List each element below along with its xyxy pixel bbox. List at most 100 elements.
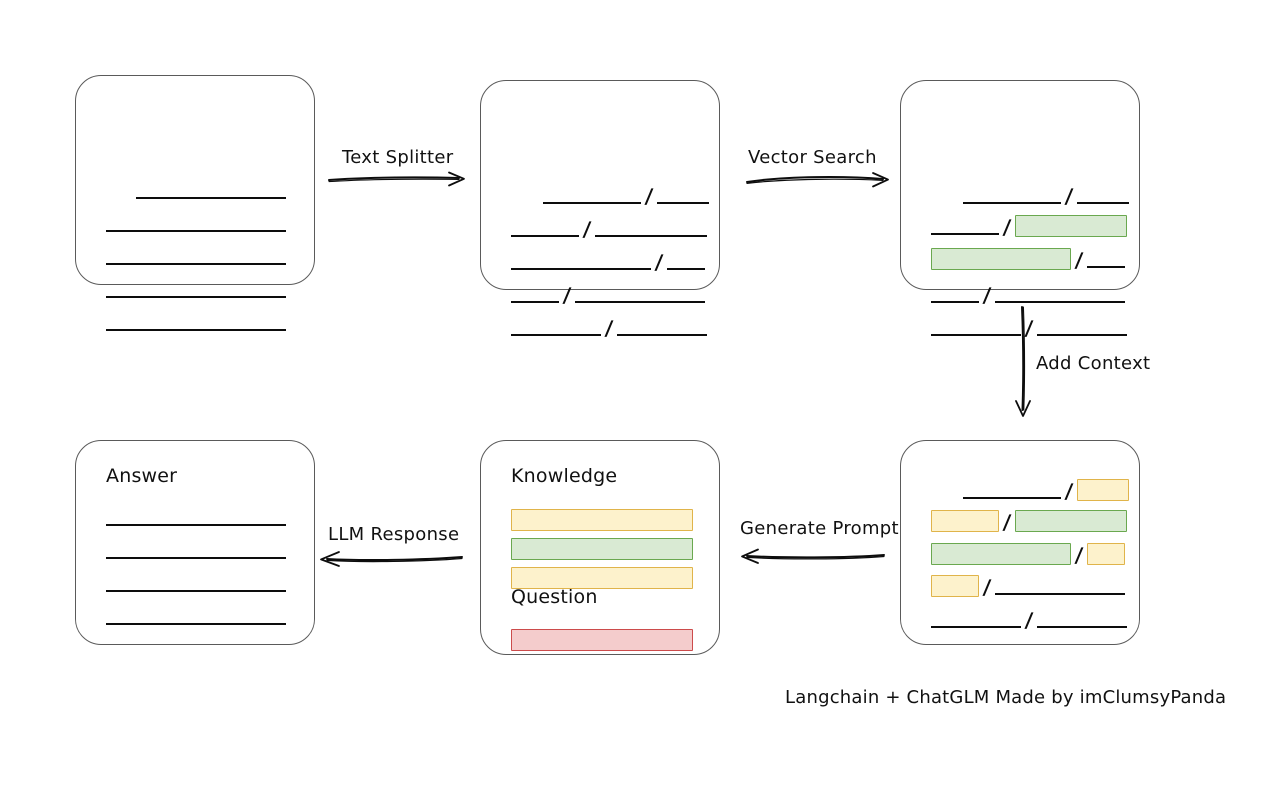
chunk-separator-icon: /: [1002, 510, 1012, 534]
chunk-segment: [667, 268, 705, 270]
knowledge-bar-row: [511, 506, 693, 532]
matched-chunk-highlight: [931, 543, 1071, 565]
chunk-separator-icon: /: [1074, 543, 1084, 567]
chunk-row: /: [511, 214, 707, 241]
box-answer[interactable]: Answer: [75, 440, 315, 645]
chunk-row: /: [931, 572, 1125, 599]
arrow-vector-search: [746, 172, 889, 188]
answer-line-row: [106, 569, 286, 595]
chunk-row: /: [511, 247, 705, 274]
chunk-segment: [995, 593, 1125, 595]
arrow-label-text-splitter: Text Splitter: [342, 147, 454, 168]
context-chunk-highlight: [1087, 543, 1125, 565]
document-line-row: [106, 308, 286, 334]
chunk-separator-icon: /: [982, 283, 992, 307]
text-line: [106, 263, 286, 265]
chunk-row: /: [963, 476, 1129, 503]
chunk-row: /: [931, 212, 1127, 239]
chunk-row: /: [511, 313, 707, 340]
answer-line-row: [106, 536, 286, 562]
chunk-separator-icon: /: [1002, 215, 1012, 239]
context-chunk-highlight: [931, 575, 979, 597]
text-line: [106, 329, 286, 331]
chunk-separator-icon: /: [582, 217, 592, 241]
question-heading: Question: [511, 586, 598, 608]
chunk-separator-icon: /: [1074, 248, 1084, 272]
chunk-segment: [1077, 202, 1129, 204]
box-prompt[interactable]: Knowledge Question: [480, 440, 720, 655]
knowledge-bar-row: [511, 564, 693, 590]
knowledge-bar-row: [511, 535, 693, 561]
chunk-row: /: [931, 540, 1125, 567]
text-line: [136, 197, 286, 199]
chunk-separator-icon: /: [604, 316, 614, 340]
chunk-segment: [963, 497, 1061, 499]
chunk-separator-icon: /: [562, 283, 572, 307]
chunk-segment: [931, 233, 999, 235]
chunk-row: /: [963, 181, 1129, 208]
chunk-row: /: [931, 280, 1125, 307]
document-line-row: [136, 176, 286, 202]
arrow-label-vector-search: Vector Search: [748, 147, 877, 168]
context-chunks-rows: / / / / /: [901, 441, 1139, 644]
chunk-row: /: [931, 245, 1125, 272]
chunk-segment: [617, 334, 707, 336]
chunk-separator-icon: /: [1024, 608, 1034, 632]
chunk-segment: [595, 235, 707, 237]
chunk-separator-icon: /: [1064, 184, 1074, 208]
matched-chunk-highlight: [1015, 510, 1127, 532]
chunk-segment: [511, 235, 579, 237]
arrow-add-context: [1015, 306, 1031, 417]
question-bar-row: [511, 626, 693, 652]
chunk-segment: [1087, 266, 1125, 268]
knowledge-heading: Knowledge: [511, 465, 618, 487]
chunk-separator-icon: /: [654, 250, 664, 274]
chunk-segment: [575, 301, 705, 303]
answer-heading: Answer: [106, 465, 178, 487]
text-line: [106, 590, 286, 592]
chunk-segment: [657, 202, 709, 204]
context-chunk-highlight: [931, 510, 999, 532]
matched-chunk-highlight: [931, 248, 1071, 270]
box-context-chunks[interactable]: / / / / /: [900, 440, 1140, 645]
text-line: [106, 524, 286, 526]
box-split-chunks[interactable]: / / / / /: [480, 80, 720, 340]
arrow-label-generate-prompt: Generate Prompt: [740, 518, 899, 539]
chunk-segment: [963, 202, 1061, 204]
chunk-segment: [931, 334, 1021, 336]
box-vector-matched-chunks[interactable]: / / / / /: [900, 80, 1140, 340]
credit-text: Langchain + ChatGLM Made by imClumsyPand…: [785, 687, 1227, 708]
document-line-row: [106, 275, 286, 301]
chunk-segment: [1037, 626, 1127, 628]
answer-line-row: [106, 503, 286, 529]
chunk-row: /: [931, 313, 1127, 340]
source-document-rows: [76, 76, 314, 331]
arrow-label-add-context: Add Context: [1036, 353, 1151, 374]
chunk-separator-icon: /: [644, 184, 654, 208]
chunk-segment: [511, 268, 651, 270]
chunk-segment: [995, 301, 1125, 303]
chunk-row: /: [511, 280, 705, 307]
answer-rows: [76, 441, 314, 644]
split-chunks-rows: / / / / /: [481, 81, 719, 340]
text-line: [106, 296, 286, 298]
chunk-row: /: [931, 605, 1127, 632]
arrow-generate-prompt: [741, 548, 885, 564]
knowledge-bar: [511, 567, 693, 589]
chunk-segment: [931, 301, 979, 303]
arrow-label-llm-response: LLM Response: [328, 524, 460, 545]
chunk-segment: [511, 334, 601, 336]
context-chunk-highlight: [1077, 479, 1129, 501]
chunk-row: /: [543, 181, 709, 208]
document-line-row: [106, 242, 286, 268]
box-source-document[interactable]: [75, 75, 315, 331]
chunk-segment: [511, 301, 559, 303]
arrow-llm-response: [320, 551, 463, 567]
answer-line-row: [106, 602, 286, 628]
document-line-row: [106, 209, 286, 235]
text-line: [106, 623, 286, 625]
chunk-row: /: [931, 507, 1127, 534]
vector-matched-rows: / / / / /: [901, 81, 1139, 340]
matched-chunk-highlight: [1015, 215, 1127, 237]
